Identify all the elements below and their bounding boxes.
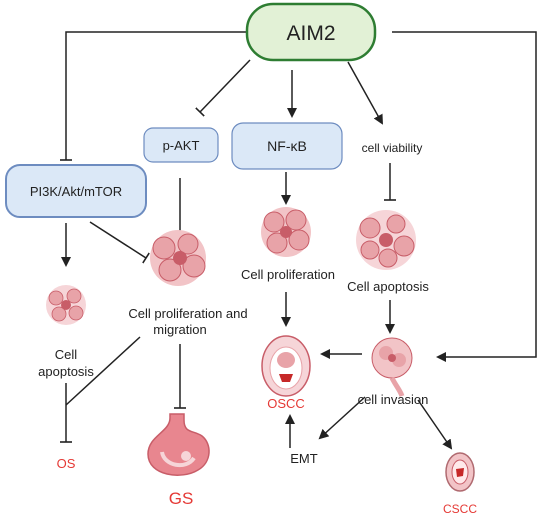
aim2-pi3k-inhibit-edge bbox=[60, 31, 246, 161]
gs-label: GS bbox=[169, 489, 194, 508]
cell-cluster-icon bbox=[261, 207, 311, 257]
nfkb-label: NF-κB bbox=[267, 138, 307, 154]
os-label: OS bbox=[57, 456, 76, 471]
aim2-node: AIM2 bbox=[245, 2, 377, 62]
cell-cluster-icon bbox=[46, 285, 86, 325]
invasion-cscc-edge bbox=[417, 399, 453, 450]
cscc-label: CSCC bbox=[443, 502, 477, 516]
cell-cluster-icon bbox=[356, 210, 416, 270]
oscc-label: OSCC bbox=[267, 396, 305, 411]
aim2-cell-viability-edge bbox=[347, 61, 383, 125]
cell-invasion-label: cell invasion bbox=[358, 392, 429, 407]
cervix-icon bbox=[445, 452, 475, 492]
emt-label: EMT bbox=[290, 451, 318, 466]
stomach-icon bbox=[147, 413, 210, 476]
cell-proliferation-migration-label-2: migration bbox=[153, 322, 206, 337]
pi3k-node: PI3K/Akt/mTOR bbox=[5, 164, 147, 218]
nfkb-node: NF-κB bbox=[231, 122, 343, 170]
mouth-icon bbox=[261, 335, 311, 397]
aim2-pakt-inhibit-edge bbox=[195, 59, 251, 117]
cell-apoptosis-left-label-2: apoptosis bbox=[38, 364, 94, 379]
pakt-node: p-AKT bbox=[143, 127, 219, 163]
aim2-cell-invasion-edge bbox=[392, 31, 537, 362]
pi3k-label: PI3K/Akt/mTOR bbox=[30, 184, 122, 199]
aim2-label: AIM2 bbox=[286, 22, 335, 45]
cell-cluster-icon bbox=[150, 230, 206, 286]
prolif-migration-os-edge bbox=[65, 336, 141, 406]
pakt-label: p-AKT bbox=[163, 138, 200, 153]
cell-apoptosis-left-label-1: Cell bbox=[55, 347, 78, 362]
tumor-cell-icon bbox=[371, 337, 413, 397]
invasion-emt-edge bbox=[318, 396, 366, 440]
cell-viability-label: cell viability bbox=[362, 141, 423, 155]
connectors bbox=[60, 31, 537, 450]
cell-proliferation-migration-label-1: Cell proliferation and bbox=[128, 306, 247, 321]
cell-proliferation-label: Cell proliferation bbox=[241, 267, 335, 282]
cell-apoptosis-right-label: Cell apoptosis bbox=[347, 279, 429, 294]
pi3k-prolif-migration-inhibit-edge bbox=[89, 221, 150, 264]
